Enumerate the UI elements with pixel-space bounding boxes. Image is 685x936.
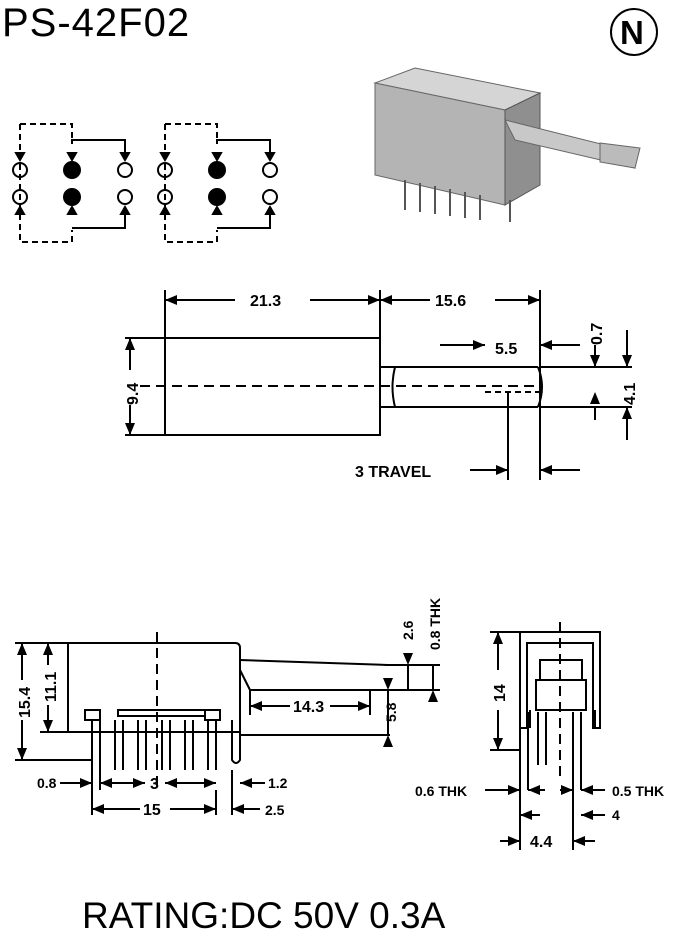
dim-stem-dia: 4.1 — [622, 383, 639, 405]
dim-stem-length: 15.6 — [435, 293, 466, 310]
dim-pitch: 3 — [150, 776, 159, 793]
dim-body-height: 11.1 — [43, 672, 60, 702]
dim-span: 15 — [143, 802, 161, 819]
dim-pin-thk-right: 0.5 THK — [612, 783, 664, 799]
dim-stem-tip: 5.5 — [495, 341, 517, 358]
dim-end-offset: 1.2 — [268, 775, 288, 791]
dim-row-spacing: 4.4 — [530, 834, 552, 851]
dim-total-height: 15.4 — [17, 687, 34, 718]
dim-end-pitch: 2.5 — [265, 802, 285, 818]
side-view-arrows — [17, 643, 438, 814]
top-view-arrows — [125, 295, 632, 475]
rating-text: RATING:DC 50V 0.3A — [82, 895, 446, 936]
top-view-drawing — [125, 290, 632, 480]
switch-schematic-left — [12, 123, 133, 243]
switch-product-illustration — [373, 67, 641, 222]
logo-letter: N — [620, 14, 644, 51]
dim-lever-height: 5.8 — [383, 702, 399, 722]
switch-schematic-right — [157, 123, 278, 243]
dim-lever-thickness: 0.8 THK — [427, 598, 443, 650]
dim-height: 9.4 — [125, 383, 142, 405]
dim-body-length: 21.3 — [250, 293, 281, 310]
dim-travel: 3 TRAVEL — [355, 464, 431, 481]
end-view-arrows — [493, 632, 593, 846]
dim-pin-width: 0.8 — [37, 775, 57, 791]
dim-gap: 0.7 — [589, 323, 606, 345]
dim-lever-offset: 2.6 — [400, 620, 416, 640]
dim-lever-length: 14.3 — [293, 699, 324, 716]
part-number-title: PS-42F02 — [2, 1, 190, 45]
brand-logo-icon: N — [610, 8, 658, 56]
dim-pin-pitch: 4 — [612, 807, 620, 823]
dim-pin-thk-left: 0.6 THK — [415, 783, 467, 799]
dim-end-height: 14 — [492, 684, 509, 702]
side-view-drawing — [15, 632, 440, 815]
